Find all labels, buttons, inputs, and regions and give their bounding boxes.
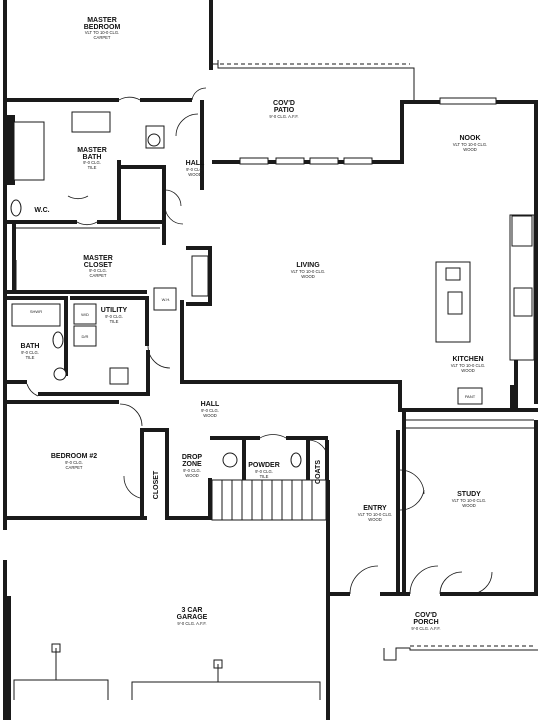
svg-text:3 CAR: 3 CAR bbox=[181, 607, 202, 614]
svg-text:CLOSET: CLOSET bbox=[84, 262, 113, 269]
svg-text:9'-0 CLG.: 9'-0 CLG. bbox=[21, 350, 39, 355]
svg-text:WOOD: WOOD bbox=[301, 274, 315, 279]
svg-text:CLOSET: CLOSET bbox=[153, 470, 160, 499]
svg-text:CARPET: CARPET bbox=[66, 465, 83, 470]
svg-text:STUDY: STUDY bbox=[457, 491, 481, 498]
svg-text:NOOK: NOOK bbox=[460, 135, 481, 142]
room-covd-patio: COV'D PATIO 9'-0 CLG. A.F.F. bbox=[269, 100, 298, 119]
svg-text:WOOD: WOOD bbox=[188, 172, 202, 177]
room-closet: CLOSET bbox=[153, 470, 160, 499]
svg-text:9'-0 CLG.: 9'-0 CLG. bbox=[186, 167, 204, 172]
svg-text:BEDROOM: BEDROOM bbox=[84, 24, 121, 31]
dryer-label: D/R bbox=[82, 334, 89, 339]
svg-text:9'-0 CLG.: 9'-0 CLG. bbox=[65, 460, 83, 465]
fixture-labels: SHWR W/D D/R W.H. PANT bbox=[30, 297, 476, 399]
svg-text:VLT TO 10-0 CLG.: VLT TO 10-0 CLG. bbox=[291, 269, 326, 274]
svg-text:HALL: HALL bbox=[201, 401, 220, 408]
washer-label: W/D bbox=[81, 312, 89, 317]
room-coats: COATS bbox=[315, 460, 322, 484]
svg-text:KITCHEN: KITCHEN bbox=[452, 356, 483, 363]
svg-text:WOOD: WOOD bbox=[203, 413, 217, 418]
room-garage: 3 CAR GARAGE 9'-0 CLG. A.F.F. bbox=[177, 607, 208, 626]
svg-text:MASTER: MASTER bbox=[87, 17, 117, 24]
svg-text:LIVING: LIVING bbox=[296, 262, 320, 269]
room-powder: POWDER 9'-0 CLG. TILE bbox=[248, 462, 280, 479]
room-living: LIVING VLT TO 10-0 CLG. WOOD bbox=[291, 262, 326, 279]
svg-text:9'-0 CLG. A.F.F.: 9'-0 CLG. A.F.F. bbox=[269, 114, 298, 119]
svg-text:TILE: TILE bbox=[260, 474, 269, 479]
svg-text:9'-0 CLG. A.F.F.: 9'-0 CLG. A.F.F. bbox=[411, 626, 440, 631]
svg-text:BATH: BATH bbox=[21, 343, 40, 350]
room-kitchen: KITCHEN VLT TO 10-0 CLG. WOOD bbox=[451, 356, 486, 373]
room-master-closet: MASTER CLOSET 9'-0 CLG. CARPET bbox=[83, 255, 113, 278]
svg-text:9'-0 CLG.: 9'-0 CLG. bbox=[255, 469, 273, 474]
svg-text:CARPET: CARPET bbox=[90, 273, 107, 278]
svg-text:WOOD: WOOD bbox=[463, 147, 477, 152]
exterior-walls bbox=[3, 0, 538, 720]
svg-text:9'-0 CLG.: 9'-0 CLG. bbox=[183, 468, 201, 473]
room-hall-upper: HALL 9'-0 CLG. WOOD bbox=[186, 160, 205, 177]
svg-text:9'-0 CLG.: 9'-0 CLG. bbox=[89, 268, 107, 273]
svg-text:9'-0 CLG. A.F.F.: 9'-0 CLG. A.F.F. bbox=[177, 621, 206, 626]
svg-text:VLT TO 10-0 CLG.: VLT TO 10-0 CLG. bbox=[453, 142, 488, 147]
svg-text:HALL: HALL bbox=[186, 160, 205, 167]
room-master-bedroom: MASTER BEDROOM VLT TO 10-0 CLG. CARPET bbox=[84, 17, 121, 40]
svg-text:WOOD: WOOD bbox=[461, 368, 475, 373]
svg-text:CARPET: CARPET bbox=[94, 35, 111, 40]
shower-label: SHWR bbox=[30, 309, 42, 314]
svg-text:VLT TO 10-0 CLG.: VLT TO 10-0 CLG. bbox=[451, 363, 486, 368]
room-entry: ENTRY VLT TO 10-0 CLG. WOOD bbox=[358, 505, 393, 522]
svg-text:COV'D: COV'D bbox=[273, 100, 295, 107]
svg-text:W.C.: W.C. bbox=[34, 207, 49, 214]
svg-text:UTILITY: UTILITY bbox=[101, 307, 128, 314]
svg-text:VLT TO 10-0 CLG.: VLT TO 10-0 CLG. bbox=[452, 498, 487, 503]
room-nook: NOOK VLT TO 10-0 CLG. WOOD bbox=[453, 135, 488, 152]
svg-text:COATS: COATS bbox=[315, 460, 322, 484]
svg-text:COV'D: COV'D bbox=[415, 612, 437, 619]
svg-text:TILE: TILE bbox=[26, 355, 35, 360]
svg-text:TILE: TILE bbox=[88, 165, 97, 170]
secondary-lines bbox=[10, 60, 538, 700]
room-covd-porch: COV'D PORCH 9'-0 CLG. A.F.F. bbox=[411, 612, 440, 631]
svg-text:VLT TO 10-0 CLG.: VLT TO 10-0 CLG. bbox=[358, 512, 393, 517]
svg-text:PATIO: PATIO bbox=[274, 107, 295, 114]
svg-text:PORCH: PORCH bbox=[413, 619, 438, 626]
svg-text:9'-0 CLG.: 9'-0 CLG. bbox=[83, 160, 101, 165]
svg-text:WOOD: WOOD bbox=[462, 503, 476, 508]
room-bedroom-2: BEDROOM #2 9'-0 CLG. CARPET bbox=[51, 453, 97, 470]
svg-text:DROP: DROP bbox=[182, 454, 203, 461]
svg-text:GARAGE: GARAGE bbox=[177, 614, 208, 621]
room-master-bath: MASTER BATH 9'-0 CLG. TILE bbox=[77, 147, 107, 170]
svg-text:VLT TO 10-0 CLG.: VLT TO 10-0 CLG. bbox=[85, 30, 120, 35]
svg-text:ZONE: ZONE bbox=[182, 461, 202, 468]
svg-text:BATH: BATH bbox=[83, 154, 102, 161]
room-utility: UTILITY 9'-0 CLG. TILE bbox=[101, 307, 128, 324]
svg-text:BEDROOM #2: BEDROOM #2 bbox=[51, 453, 97, 460]
door-swings bbox=[26, 87, 493, 595]
svg-text:WOOD: WOOD bbox=[185, 473, 199, 478]
room-study: STUDY VLT TO 10-0 CLG. WOOD bbox=[452, 491, 487, 508]
svg-text:MASTER: MASTER bbox=[77, 147, 107, 154]
svg-text:WOOD: WOOD bbox=[368, 517, 382, 522]
water-heater-label: W.H. bbox=[162, 297, 171, 302]
pantry-label: PANT bbox=[465, 394, 476, 399]
svg-text:MASTER: MASTER bbox=[83, 255, 113, 262]
svg-text:POWDER: POWDER bbox=[248, 462, 280, 469]
svg-text:9'-0 CLG.: 9'-0 CLG. bbox=[201, 408, 219, 413]
svg-text:9'-0 CLG.: 9'-0 CLG. bbox=[105, 314, 123, 319]
svg-text:TILE: TILE bbox=[110, 319, 119, 324]
room-drop-zone: DROP ZONE 9'-0 CLG. WOOD bbox=[182, 454, 203, 478]
room-bath: BATH 9'-0 CLG. TILE bbox=[21, 343, 40, 360]
room-hall-lower: HALL 9'-0 CLG. WOOD bbox=[201, 401, 220, 418]
svg-text:ENTRY: ENTRY bbox=[363, 505, 387, 512]
room-wc: W.C. bbox=[34, 207, 49, 214]
